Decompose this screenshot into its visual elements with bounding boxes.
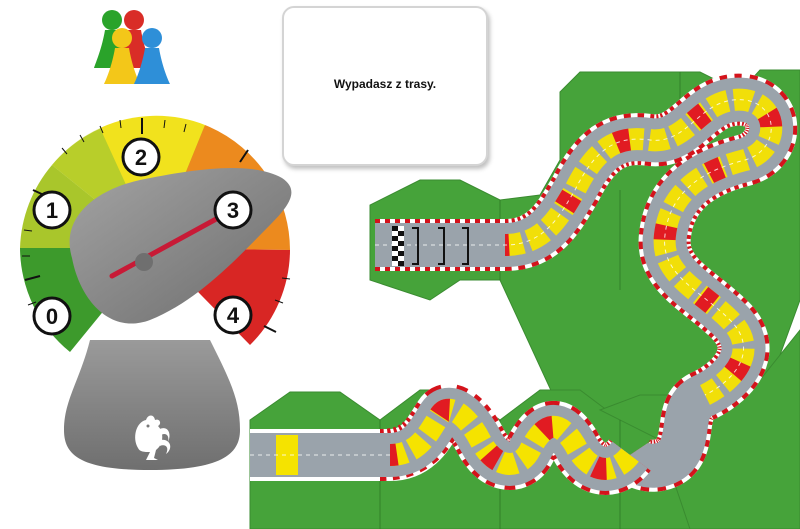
needle-hub: [135, 253, 153, 271]
event-card-text: Wypadasz z trasy.: [333, 77, 437, 91]
speed-needle: [109, 215, 221, 279]
pawns-icon: [94, 10, 170, 84]
svg-text:3: 3: [227, 198, 239, 223]
speed-label-1[interactable]: 1: [32, 190, 72, 230]
svg-text:1: 1: [46, 198, 58, 223]
event-card[interactable]: Wypadasz z trasy.: [282, 6, 488, 166]
svg-text:2: 2: [135, 145, 147, 170]
svg-text:0: 0: [46, 304, 58, 329]
speed-label-4[interactable]: 4: [213, 295, 253, 335]
track-tile: [276, 435, 298, 475]
speedometer: 0 1 2 3 4: [20, 115, 292, 470]
svg-text:4: 4: [227, 303, 240, 328]
start-line: [392, 226, 469, 266]
speed-label-2[interactable]: 2: [121, 137, 161, 177]
race-track: [249, 69, 800, 529]
rooster-icon: [135, 415, 171, 460]
speed-label-3[interactable]: 3: [213, 190, 253, 230]
speed-label-0[interactable]: 0: [32, 296, 72, 336]
